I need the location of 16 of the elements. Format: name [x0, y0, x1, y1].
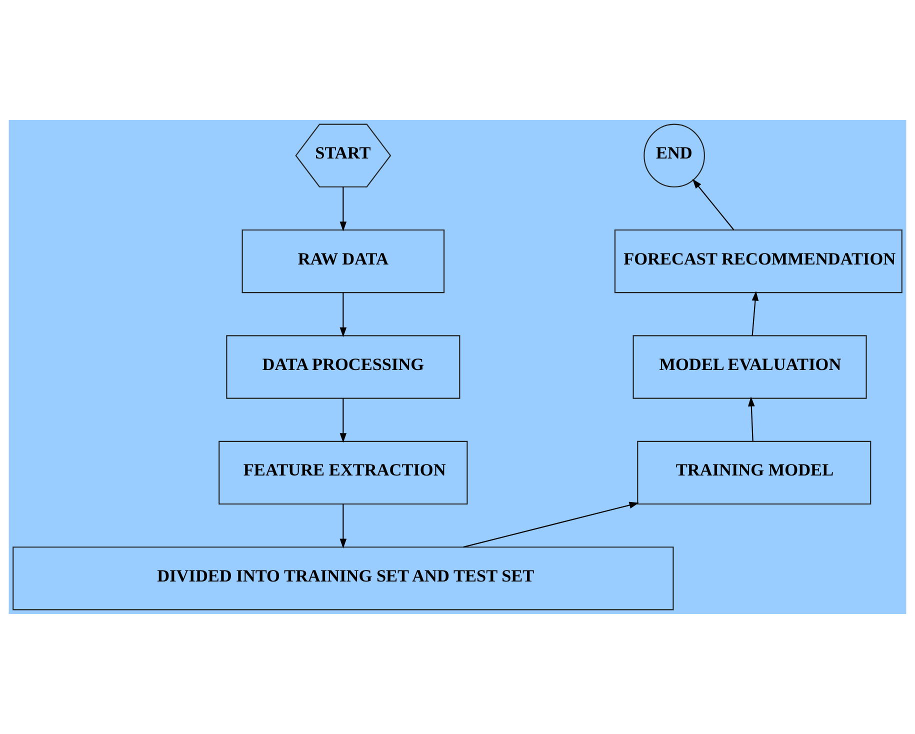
node-box: DIVIDED INTO TRAINING SET AND TEST SET — [12, 546, 674, 610]
node-box: MODEL EVALUATION — [632, 335, 867, 399]
arrow — [340, 186, 347, 232]
arrow — [340, 398, 347, 443]
node-box: FEATURE EXTRACTION — [218, 440, 468, 505]
node-circle: END — [644, 124, 705, 188]
arrow — [692, 178, 734, 230]
arrow — [748, 396, 755, 442]
arrow — [752, 290, 759, 336]
arrow — [340, 504, 347, 549]
arrow — [340, 292, 347, 338]
node-box: RAW DATA — [242, 229, 445, 294]
node-box: FORECAST RECOMMENDATION — [614, 229, 902, 294]
node-box: DATA PROCESSING — [226, 335, 460, 399]
arrow — [463, 502, 640, 548]
node-box: TRAINING MODEL — [637, 440, 872, 505]
